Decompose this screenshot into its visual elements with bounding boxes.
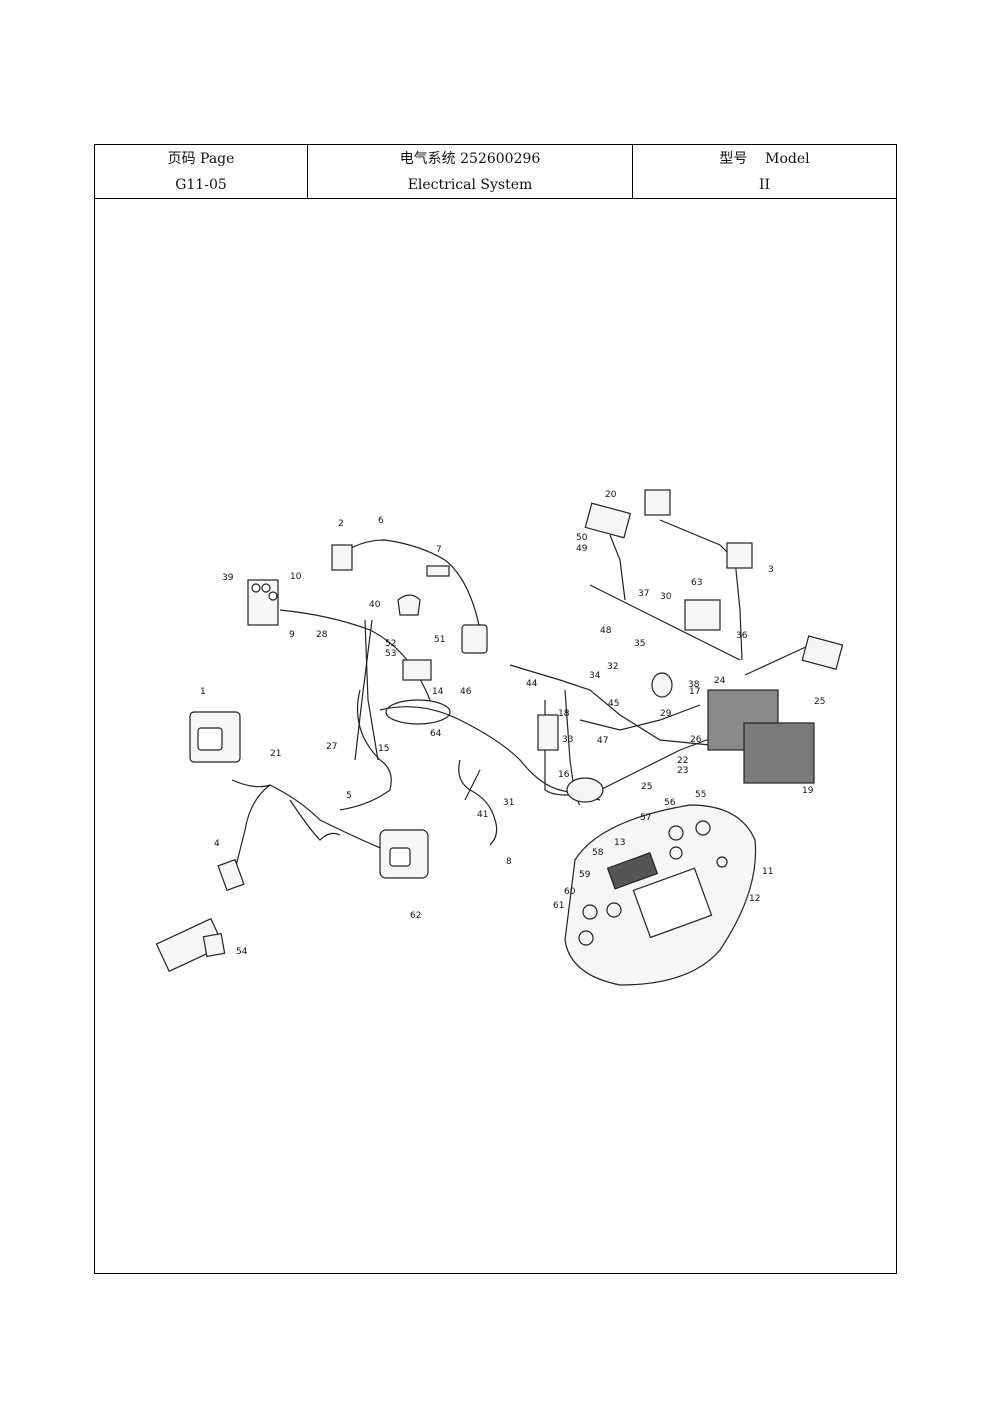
- system-title-cn: 电气系统 252600296: [399, 151, 541, 167]
- system-title-en: Electrical System: [407, 177, 533, 193]
- model-value: II: [758, 177, 771, 193]
- page-cell: 页码 Page G11-05: [95, 145, 308, 198]
- model-label: 型号 Model: [719, 151, 810, 167]
- page-label: 页码 Page: [167, 151, 235, 167]
- title-block: 页码 Page G11-05 电气系统 252600296 Electrical…: [95, 145, 896, 199]
- system-cell: 电气系统 252600296 Electrical System: [308, 145, 633, 198]
- page-frame: 页码 Page G11-05 电气系统 252600296 Electrical…: [94, 144, 897, 1274]
- page-number: G11-05: [175, 177, 227, 193]
- model-cell: 型号 Model II: [633, 145, 896, 198]
